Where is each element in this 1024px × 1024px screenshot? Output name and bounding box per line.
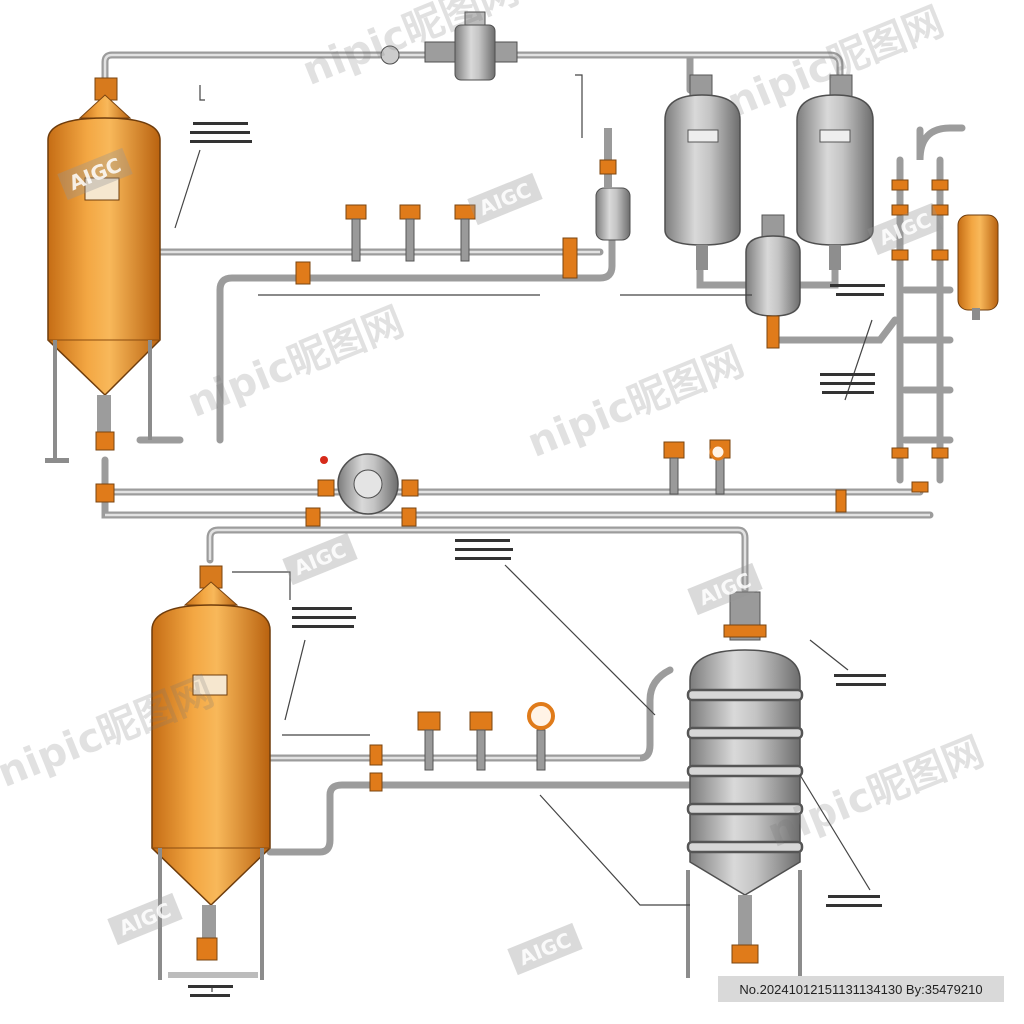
steel-receiver-small: [745, 214, 801, 349]
valve-icon: [95, 204, 847, 961]
pump-icon: [380, 11, 518, 81]
orange-fermenter-upper: [45, 77, 161, 463]
pump-icon: [317, 453, 419, 515]
label-leaders: [174, 74, 873, 992]
column-flanges: [891, 179, 949, 493]
image-id-footer: No.20241012151131134130 By:35479210: [718, 976, 1004, 1002]
steel-jacketed-tank: [686, 591, 804, 978]
gauge-icon: [527, 443, 727, 730]
filter-housing-icon: [595, 128, 631, 241]
label-blocks: [188, 122, 886, 997]
nameplate: [84, 177, 120, 201]
orange-fermenter-lower: [151, 565, 271, 980]
steel-vessel-left: [664, 74, 741, 270]
steel-vessel-right: [796, 74, 874, 270]
orange-side-tank: [957, 214, 999, 320]
pipe-highlights: [103, 53, 930, 760]
nameplate: [192, 674, 228, 696]
